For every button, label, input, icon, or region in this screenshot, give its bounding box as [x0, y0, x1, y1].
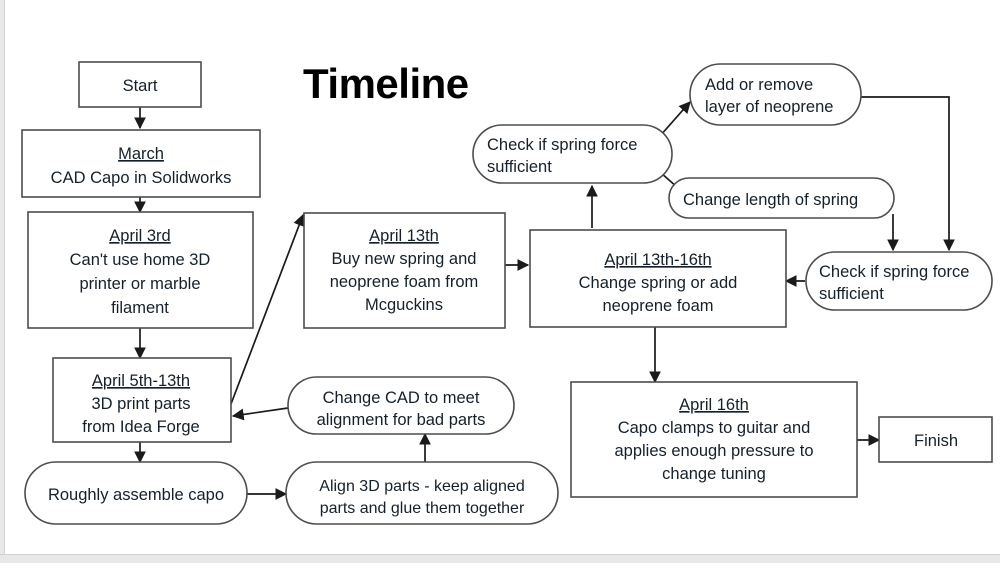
edge-addremove-to-checkright — [861, 96, 955, 252]
node-align-line-0: Align 3D parts - keep aligned — [319, 478, 524, 495]
node-finish[interactable]: Finish — [878, 416, 993, 463]
edge-april5-to-april13 — [230, 213, 305, 405]
node-align-line-1: parts and glue them together — [320, 500, 525, 517]
node-april16-line-2: change tuning — [662, 465, 766, 483]
node-april16-title: April 16th — [679, 396, 749, 414]
node-roughly-assemble-capo[interactable]: Roughly assemble capo — [24, 461, 248, 525]
node-april-5th-13th[interactable]: April 5th-13th 3D print parts from Idea … — [52, 357, 232, 443]
node-april16-line-0: Capo clamps to guitar and — [618, 419, 811, 437]
node-start[interactable]: Start — [78, 61, 202, 108]
node-align-3d-parts[interactable]: Align 3D parts - keep aligned parts and … — [285, 461, 559, 525]
node-start-line-0: Start — [123, 77, 158, 95]
node-finish-line-0: Finish — [914, 432, 958, 450]
node-april1316-line-0: Change spring or add — [579, 274, 738, 292]
node-april16-line-1: applies enough pressure to — [614, 442, 813, 460]
node-april13-line-1: neoprene foam from — [330, 273, 479, 291]
page-title: Timeline — [303, 60, 469, 107]
page-bottom-margin — [0, 555, 1000, 563]
edge-changecad-to-april5 — [231, 407, 289, 421]
node-check-spring-force-left[interactable]: Check if spring force sufficient — [472, 124, 673, 184]
node-april3-line-1: printer or marble — [79, 275, 200, 293]
node-march-line-0: CAD Capo in Solidworks — [51, 169, 232, 187]
node-checkright-line-0: Check if spring force — [819, 263, 969, 281]
node-addremove-line-1: layer of neoprene — [705, 98, 833, 116]
node-checkright-line-1: sufficient — [819, 285, 884, 303]
node-check-spring-force-right[interactable]: Check if spring force sufficient — [805, 251, 993, 311]
node-march-title: March — [118, 145, 164, 163]
page-left-border — [4, 0, 5, 563]
node-changecad-line-1: alignment for bad parts — [317, 411, 486, 429]
node-checkleft-line-1: sufficient — [487, 158, 552, 176]
node-checkleft-line-0: Check if spring force — [487, 136, 637, 154]
node-april13-line-0: Buy new spring and — [332, 250, 477, 268]
node-assemble-line-0: Roughly assemble capo — [48, 486, 224, 504]
edge-checkleft-to-addremove — [659, 101, 691, 137]
page-bottom-border — [0, 554, 1000, 555]
node-april1316-line-1: neoprene foam — [603, 297, 714, 315]
edge-layer — [134, 96, 955, 500]
node-april-13th[interactable]: April 13th Buy new spring and neoprene f… — [303, 212, 506, 329]
node-changelen-line-0: Change length of spring — [683, 191, 858, 209]
node-april3-line-2: filament — [111, 299, 169, 317]
node-april13-title: April 13th — [369, 227, 439, 245]
node-add-remove-neoprene[interactable]: Add or remove layer of neoprene — [689, 63, 862, 126]
node-april5-title: April 5th-13th — [92, 372, 190, 390]
node-april-16th[interactable]: April 16th Capo clamps to guitar and app… — [570, 381, 858, 498]
node-addremove-line-0: Add or remove — [705, 76, 813, 94]
node-april5-line-1: from Idea Forge — [82, 418, 199, 436]
node-april-13th-16th[interactable]: April 13th-16th Change spring or add neo… — [529, 229, 787, 328]
node-april3-line-0: Can't use home 3D — [70, 251, 211, 269]
page-left-margin — [0, 0, 4, 563]
node-march[interactable]: March CAD Capo in Solidworks — [21, 129, 261, 198]
node-april-3rd[interactable]: April 3rd Can't use home 3D printer or m… — [27, 211, 254, 329]
node-changecad-line-0: Change CAD to meet — [323, 389, 480, 407]
node-april1316-title: April 13th-16th — [604, 251, 711, 269]
node-april13-line-2: Mcguckins — [365, 296, 443, 314]
node-april3-title: April 3rd — [109, 227, 170, 245]
node-change-length-of-spring[interactable]: Change length of spring — [668, 177, 895, 219]
node-april5-line-0: 3D print parts — [91, 395, 190, 413]
node-change-cad[interactable]: Change CAD to meet alignment for bad par… — [287, 376, 515, 435]
